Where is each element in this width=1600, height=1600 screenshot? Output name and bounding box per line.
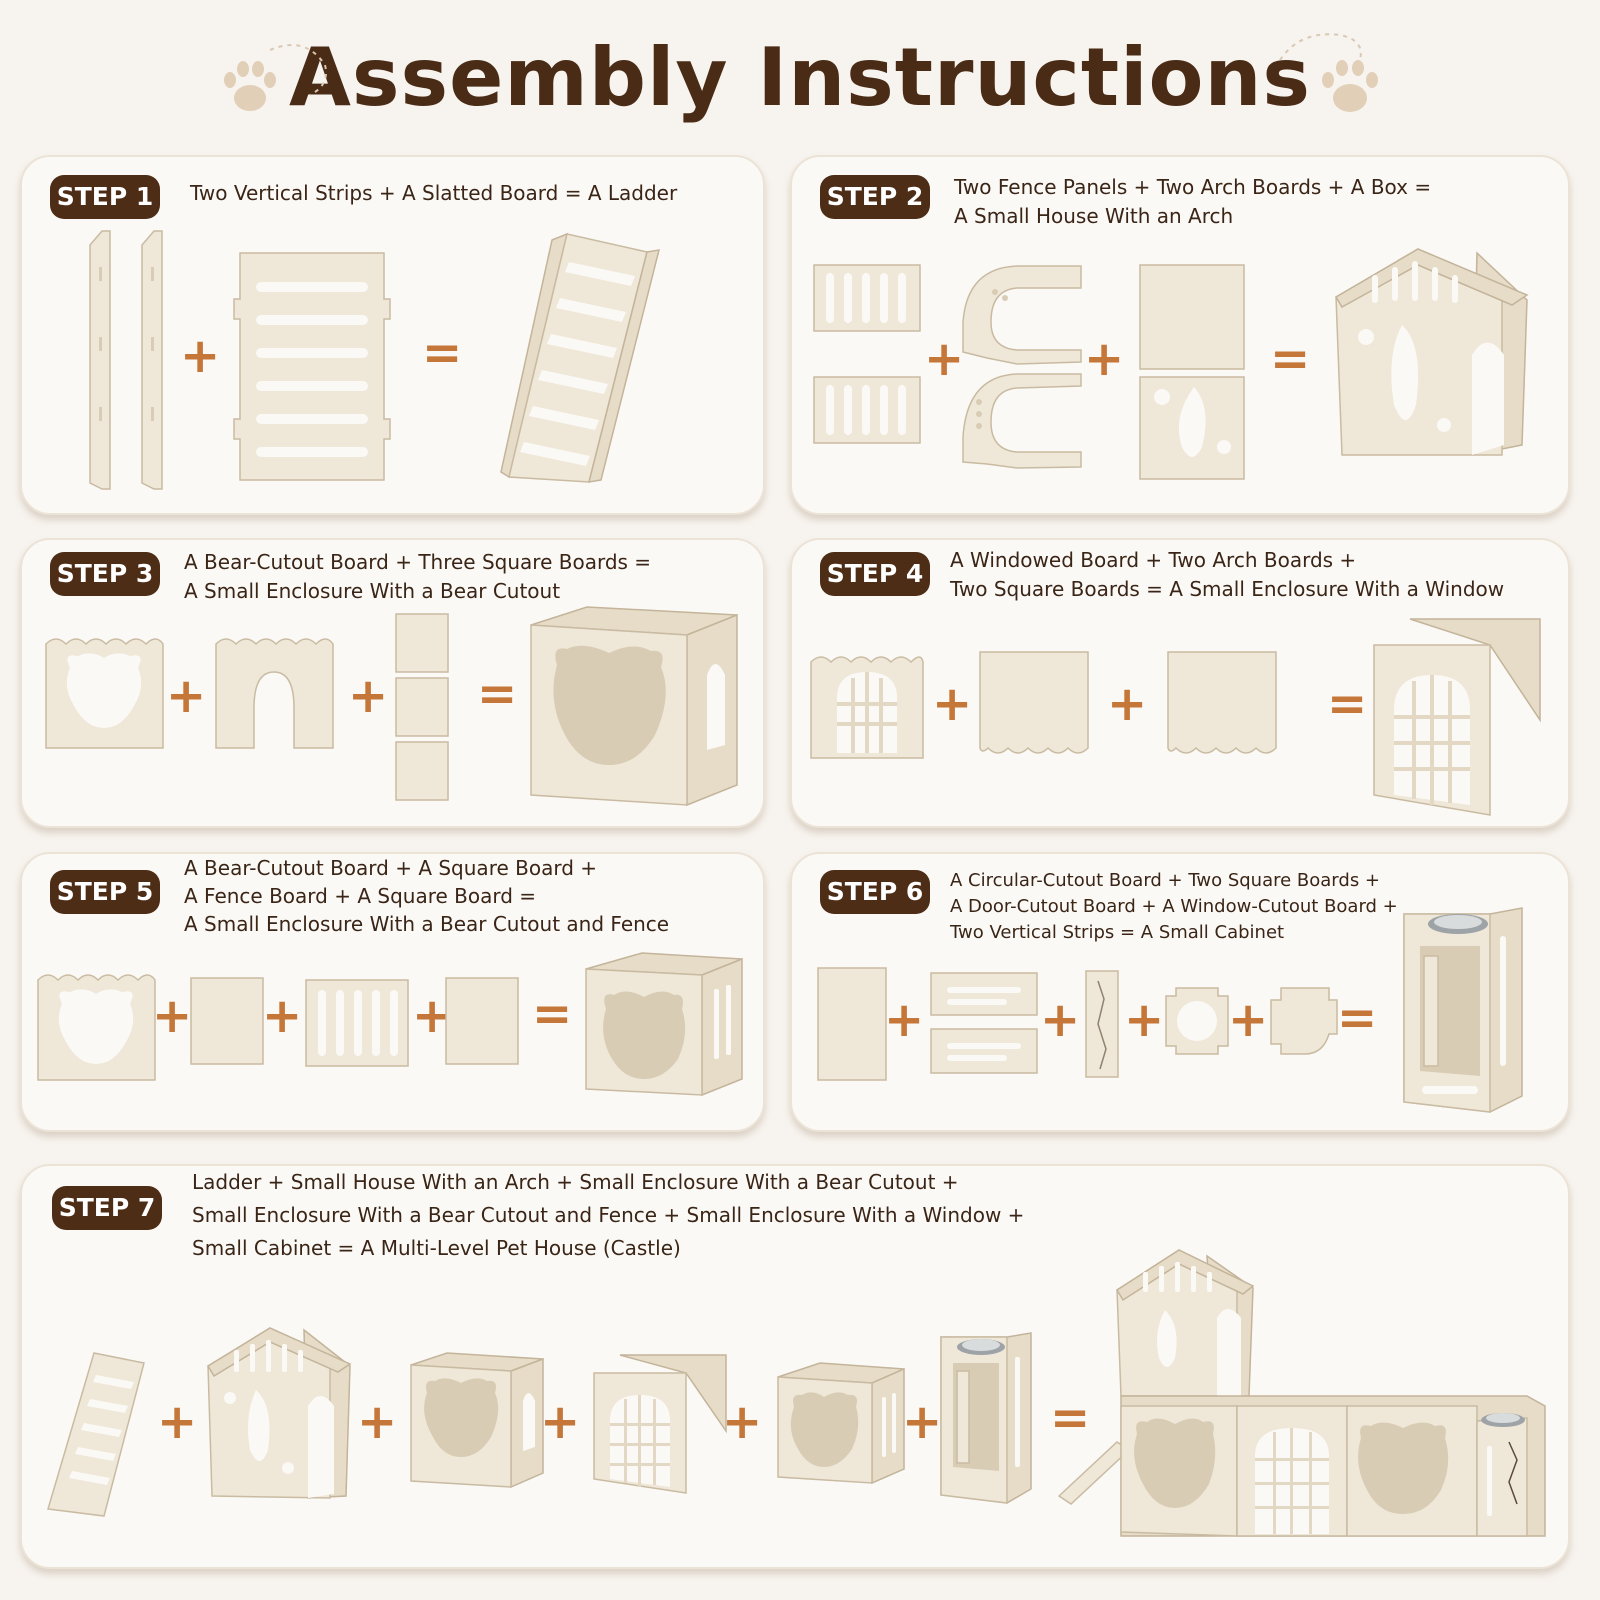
multi-level-pet-castle [1057, 1249, 1546, 1537]
square-board [190, 977, 264, 1065]
plus-operator: + [932, 676, 973, 732]
plus-operator: + [722, 1394, 763, 1450]
small-cabinet [940, 1332, 1032, 1504]
ladder-assembled [47, 1352, 145, 1517]
square-board [817, 967, 887, 1081]
step-badge: STEP 3 [50, 552, 160, 596]
square-board [445, 977, 519, 1065]
step-2-card: STEP 2 Two Fence Panels + Two Arch Board… [790, 155, 1570, 515]
enclosure-with-window [593, 1354, 727, 1494]
step-description: Ladder + Small House With an Arch + Smal… [192, 1170, 1025, 1260]
fence-panels [813, 264, 921, 444]
step-7-card: STEP 7 Ladder + Small House With an Arch… [20, 1164, 1570, 1569]
plus-operator: + [262, 988, 303, 1044]
plus-operator: + [157, 1394, 198, 1450]
step-description: Two Vertical Strips + A Slatted Board = … [190, 181, 678, 205]
step-badge: STEP 7 [52, 1186, 162, 1230]
equals-operator: = [1337, 990, 1378, 1046]
plus-operator: + [348, 668, 389, 724]
step-description: A Circular-Cutout Board + Two Square Boa… [950, 870, 1398, 943]
plus-operator: + [166, 668, 207, 724]
equals-operator: = [1327, 676, 1368, 732]
step-badge: STEP 5 [50, 870, 160, 914]
paw-print-icon [224, 44, 327, 111]
small-house-with-arch [206, 1327, 352, 1499]
enclosure-with-bear-cutout-and-fence [585, 952, 743, 1097]
fence-board [305, 979, 409, 1067]
plus-operator: + [1124, 992, 1165, 1048]
step-description: A Windowed Board + Two Arch Boards + Two… [950, 548, 1505, 601]
plus-operator: + [540, 1394, 581, 1450]
equals-operator: = [422, 325, 463, 381]
equals-operator: = [477, 666, 518, 722]
slatted-board [233, 252, 391, 481]
plus-operator: + [1040, 992, 1081, 1048]
step-badge: STEP 1 [50, 175, 160, 219]
paw-print-icon [1279, 33, 1378, 112]
step-badge: STEP 4 [820, 552, 930, 596]
step-description: A Bear-Cutout Board + A Square Board + A… [184, 856, 670, 936]
step-badge: STEP 2 [820, 175, 930, 219]
arch-boards [962, 265, 1082, 469]
bear-cutout-board [45, 638, 164, 749]
windowed-board [810, 656, 924, 759]
small-house-with-arch [1334, 248, 1529, 456]
step-6-card: STEP 6 A Circular-Cutout Board + Two Squ… [790, 852, 1570, 1132]
page-title: Assembly Instructions [288, 31, 1312, 124]
plus-operator: + [924, 331, 965, 387]
plus-operator: + [1107, 676, 1148, 732]
box-panels [1139, 264, 1245, 480]
arch-board [215, 638, 334, 749]
step-5-card: STEP 5 A Bear-Cutout Board + A Square Bo… [20, 852, 765, 1132]
equals-operator: = [1270, 331, 1311, 387]
plus-operator: + [152, 988, 193, 1044]
step-3-card: STEP 3 A Bear-Cutout Board + Three Squar… [20, 538, 765, 828]
vertical-strips [1085, 970, 1119, 1078]
circular-cutout-board [1165, 987, 1229, 1055]
step-4-card: STEP 4 A Windowed Board + Two Arch Board… [790, 538, 1570, 828]
enclosure-with-bear-cutout-and-fence [777, 1362, 905, 1485]
small-cabinet [1403, 907, 1523, 1113]
step-description: Two Fence Panels + Two Arch Boards + A B… [954, 175, 1432, 228]
step-1-card: STEP 1 Two Vertical Strips + A Slatted B… [20, 155, 765, 515]
square-board [979, 651, 1089, 754]
plus-operator: + [180, 328, 221, 384]
plus-operator: + [884, 992, 925, 1048]
plus-operator: + [357, 1394, 398, 1450]
three-square-boards [395, 613, 449, 801]
plus-operator: + [1084, 331, 1125, 387]
enclosure-with-bear-cutout [410, 1352, 544, 1489]
plus-operator: + [902, 1394, 943, 1450]
enclosure-with-window [1373, 618, 1541, 816]
step-badge: STEP 6 [820, 870, 930, 914]
plus-operator: + [1228, 992, 1269, 1048]
step-description: A Bear-Cutout Board + Three Square Board… [184, 550, 652, 603]
window-cutout-board [1270, 987, 1338, 1055]
door-and-window-cutout-boards [930, 972, 1038, 1074]
enclosure-with-bear-cutout [530, 606, 738, 807]
vertical-strips [89, 230, 163, 490]
ladder-assembled [500, 232, 661, 483]
square-board [1167, 651, 1277, 754]
bear-cutout-board [37, 974, 156, 1081]
equals-operator: = [1050, 1390, 1091, 1446]
equals-operator: = [532, 986, 573, 1042]
